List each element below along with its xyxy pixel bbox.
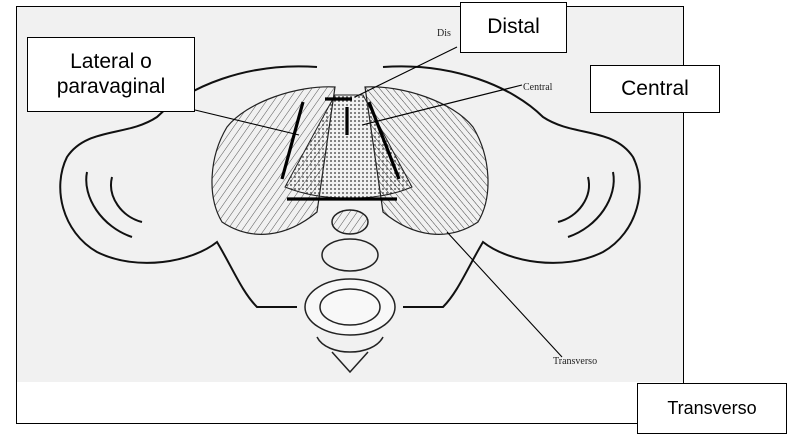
central-label: Central: [590, 65, 720, 113]
transverso-small-label: Transverso: [553, 356, 597, 367]
distal-small-label: Dis: [437, 28, 451, 39]
lateral-paravaginal-label: Lateral o paravaginal: [27, 37, 195, 112]
central-small-label: Central: [523, 82, 552, 93]
distal-label: Distal: [460, 2, 567, 53]
lateral-label-line1: Lateral o: [57, 50, 166, 75]
central-structures: [305, 210, 395, 372]
lateral-label-line2: paravaginal: [57, 75, 166, 100]
transverso-label: Transverso: [637, 383, 787, 434]
